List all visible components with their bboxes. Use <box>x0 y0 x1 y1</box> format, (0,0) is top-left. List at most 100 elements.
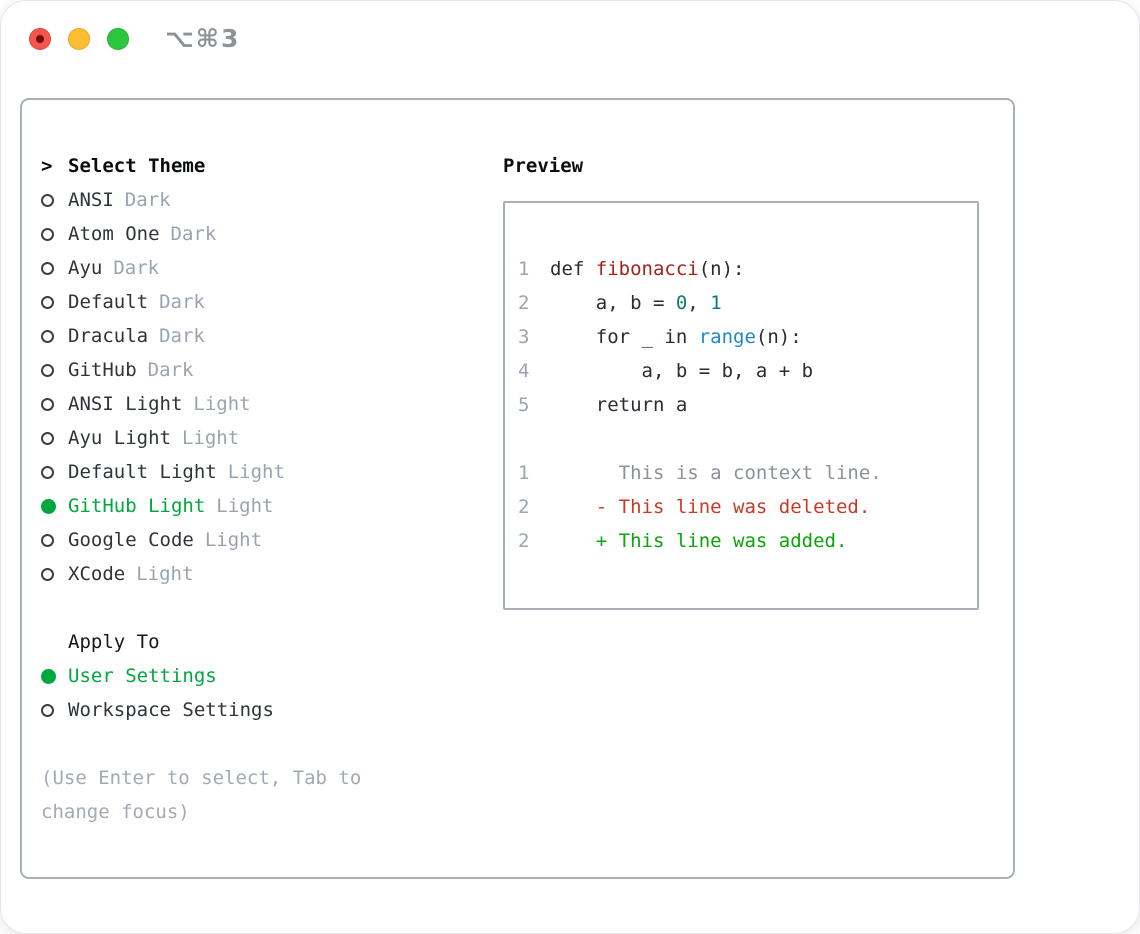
theme-name: ANSI <box>68 189 114 211</box>
apply-option-user-settings[interactable]: User Settings <box>41 659 361 693</box>
code-segment: 0 <box>675 292 688 314</box>
line-number: 5 <box>518 394 530 416</box>
line-content: + This line was added. <box>550 524 848 558</box>
line-number: 2 <box>518 292 530 314</box>
radio-circle <box>41 329 54 343</box>
code-line: 5 return a <box>518 388 977 422</box>
code-segment: (n): <box>698 258 745 280</box>
theme-option-dracula[interactable]: Dracula Dark <box>41 319 361 353</box>
code-line: 4 a, b = b, a + b <box>518 354 977 388</box>
radio-icon <box>41 567 68 581</box>
theme-variant: Dark <box>113 257 160 279</box>
theme-name: Atom One <box>68 223 160 245</box>
radio-circle <box>41 465 54 479</box>
radio-circle <box>41 397 54 411</box>
code-segment: return a <box>550 394 688 416</box>
keyboard-hint: (Use Enter to select, Tab to change focus… <box>41 761 361 829</box>
minimize-button[interactable] <box>68 27 90 50</box>
theme-name: GitHub <box>68 359 137 381</box>
code-line <box>518 422 977 456</box>
radio-selected-icon <box>41 668 68 684</box>
line-number <box>518 422 550 456</box>
code-line: 2 a, b = 0, 1 <box>518 286 977 320</box>
radio-circle <box>41 498 56 514</box>
apply-option-label: User Settings <box>68 665 217 687</box>
line-content: for _ in range(n): <box>550 320 802 354</box>
line-number: 3 <box>518 326 530 348</box>
line-content: a, b = b, a + b <box>550 354 814 388</box>
line-content: This is a context line. <box>550 456 882 490</box>
radio-circle <box>41 567 54 581</box>
radio-circle <box>41 668 56 684</box>
code-segment: fibonacci <box>595 258 699 280</box>
theme-name: Ayu <box>68 257 103 279</box>
theme-name: Default Light <box>68 461 217 483</box>
zoom-button[interactable] <box>107 27 129 50</box>
theme-variant: Dark <box>170 223 217 245</box>
theme-option-atom-one[interactable]: Atom One Dark <box>41 217 361 251</box>
line-number: 1 <box>518 258 530 280</box>
theme-option-default[interactable]: Default Dark <box>41 285 361 319</box>
spacer <box>41 727 361 761</box>
theme-name: Default <box>68 291 149 313</box>
theme-variant: Light <box>193 393 251 415</box>
radio-icon <box>41 329 68 343</box>
code-line: 2 - This line was deleted. <box>518 490 977 524</box>
radio-circle <box>41 261 54 275</box>
hint-line: change focus) <box>41 801 190 823</box>
code-line: 3 for _ in range(n): <box>518 320 977 354</box>
radio-icon <box>41 193 68 207</box>
preview-title: Preview <box>503 155 584 177</box>
line-number: 2 <box>518 530 530 552</box>
select-theme-label: Select Theme <box>68 155 206 177</box>
theme-name: Google Code <box>68 529 194 551</box>
close-button[interactable] <box>29 27 51 50</box>
line-content: def fibonacci(n): <box>550 252 744 286</box>
apply-to-label: Apply To <box>68 631 160 653</box>
code-segment: (n): <box>755 326 802 348</box>
theme-variant: Dark <box>159 325 205 347</box>
line-content: return a <box>550 388 688 422</box>
radio-icon <box>41 431 68 445</box>
apply-option-workspace-settings[interactable]: Workspace Settings <box>41 693 361 727</box>
radio-icon <box>41 703 68 717</box>
theme-name: XCode <box>68 563 126 585</box>
line-number: 4 <box>518 360 530 382</box>
radio-circle <box>41 431 54 445</box>
apply-option-label: Workspace Settings <box>68 699 274 721</box>
window-titlebar: ⌥⌘3 <box>1 1 1139 76</box>
code-line: 2 + This line was added. <box>518 524 977 558</box>
hint-line: (Use Enter to select, Tab to <box>41 767 362 789</box>
theme-variant: Dark <box>159 291 205 313</box>
radio-icon <box>41 295 68 309</box>
radio-circle <box>41 703 54 717</box>
theme-name: Ayu Light <box>68 427 171 449</box>
line-number: 2 <box>518 496 530 518</box>
theme-option-ayu[interactable]: Ayu Dark <box>41 251 361 285</box>
radio-circle <box>41 295 54 309</box>
code-segment: + This line was added. <box>550 530 848 552</box>
select-theme-header: > Select Theme <box>41 149 361 183</box>
radio-icon <box>41 363 68 377</box>
radio-circle <box>41 193 54 207</box>
code-segment: range <box>698 326 756 348</box>
theme-name: Dracula <box>68 325 149 347</box>
radio-selected-icon <box>41 498 68 514</box>
window-title: ⌥⌘3 <box>165 24 241 53</box>
radio-icon <box>41 465 68 479</box>
radio-icon <box>41 261 68 275</box>
